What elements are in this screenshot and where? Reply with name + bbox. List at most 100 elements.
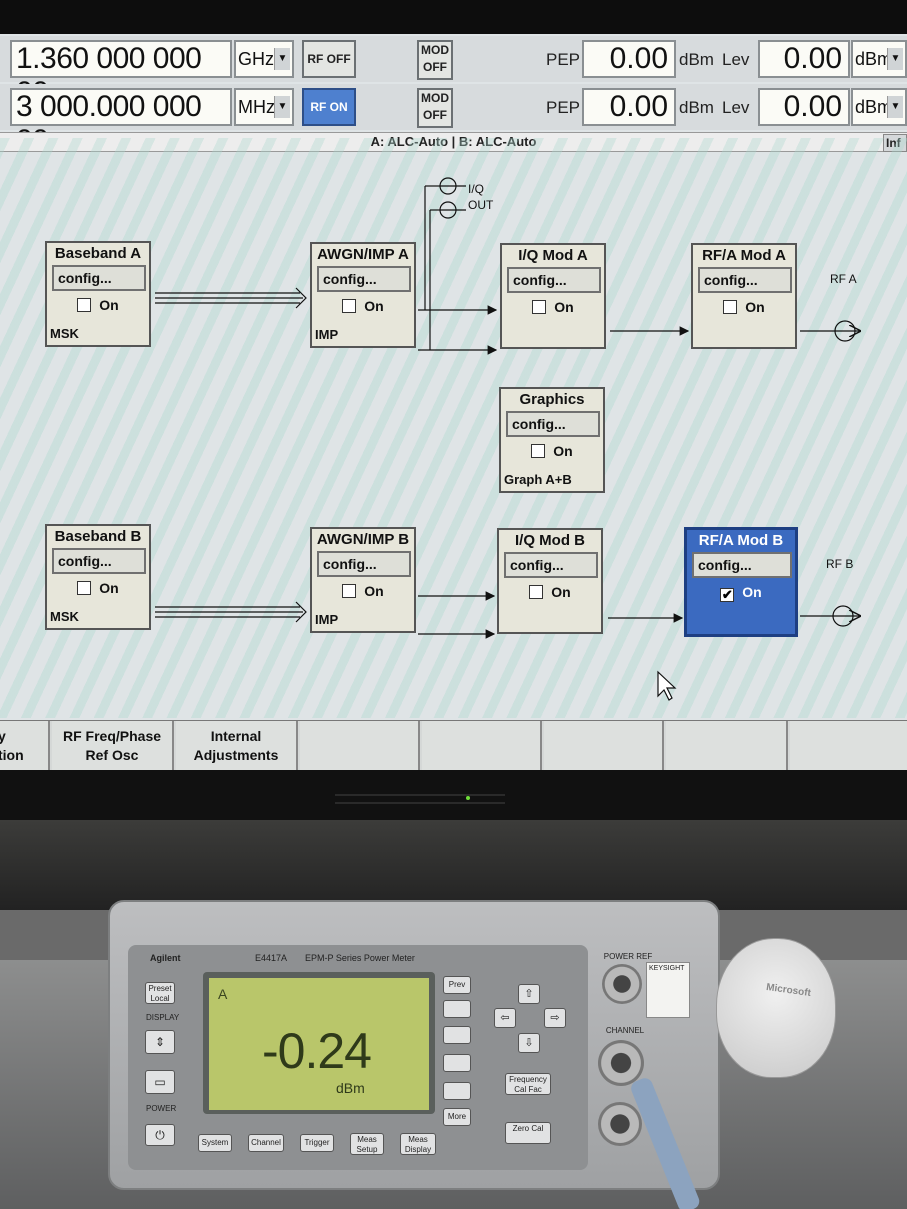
zero-cal-button[interactable]: Zero Cal [505,1122,551,1144]
softkey-line1: y [0,728,6,744]
softkey-line2: Adjustments [193,747,279,763]
arrow-right-icon[interactable]: ⇨ [544,1008,566,1028]
on-checkbox-row[interactable]: On [312,583,414,599]
checkbox-icon[interactable] [532,300,547,314]
config-button[interactable]: config... [504,552,598,578]
block-title: AWGN/IMP A [317,246,409,263]
sticker-brand: KEYSIGHT [649,965,685,972]
level-b-unit-select[interactable]: dBm▼ [851,88,907,126]
meter-brand: Agilent [150,953,181,963]
config-button[interactable]: config... [52,265,146,291]
block-title: AWGN/IMP B [316,531,410,548]
channel-button[interactable]: Channel [248,1134,284,1152]
more-button[interactable]: More [443,1108,471,1126]
checkbox-checked-icon[interactable]: ✔ [720,587,735,602]
display-label: DISPLAY [146,1013,180,1022]
softkey-1[interactable]: y tion [0,721,50,770]
pep-b-unit: dBm [679,98,714,117]
config-button[interactable]: config... [507,267,601,293]
level-a-field[interactable]: 0.00 [758,40,850,78]
on-label: On [551,584,571,600]
softkey-6[interactable] [544,721,664,770]
checkbox-icon[interactable] [529,585,544,599]
power-label: POWER [146,1104,177,1113]
rf-b-button[interactable]: RF ON [302,88,356,126]
checkbox-icon[interactable] [77,581,92,595]
softkey-1-button[interactable] [443,1000,471,1018]
softkey-3-button[interactable] [443,1054,471,1072]
on-checkbox-row[interactable]: On [312,298,414,314]
on-checkbox-row[interactable]: On [47,297,149,313]
on-checkbox-row[interactable]: On [501,443,603,459]
baseband-a-block[interactable]: Baseband A config... On MSK [45,241,151,347]
frequency-a-field[interactable]: 1.360 000 000 00 [10,40,232,109]
display-toggle-button[interactable]: ⇕ [145,1030,175,1054]
pep-b-value: 0.00 [582,88,676,126]
block-footer: Graph A+B [504,472,572,487]
block-footer: MSK [50,609,79,624]
softkey-5[interactable] [422,721,542,770]
preset-local-button[interactable]: Preset Local [145,982,175,1004]
frequency-cal-fac-button[interactable]: Frequency Cal Fac [505,1073,551,1095]
rf-a-button[interactable]: RF OFF [302,40,356,78]
prev-button[interactable]: Prev [443,976,471,994]
meas-setup-button[interactable]: Meas Setup [350,1133,384,1155]
softkey-4[interactable] [300,721,420,770]
softkey-7[interactable] [666,721,788,770]
pep-b-label: PEP [546,98,581,117]
frequency-a-unit-select[interactable]: GHz▼ [234,40,294,78]
checkbox-icon[interactable] [531,444,546,458]
on-checkbox-row[interactable]: ✔On [687,584,795,602]
softkey-2-button[interactable] [443,1026,471,1044]
arrow-left-icon[interactable]: ⇦ [494,1008,516,1028]
graphics-block[interactable]: Graphics config... On Graph A+B [499,387,605,493]
on-label: On [554,299,574,315]
level-a-unit-select[interactable]: dBm▼ [851,40,907,78]
checkbox-icon[interactable] [342,299,357,313]
checkbox-icon[interactable] [77,298,92,312]
frequency-b-field[interactable]: 3 000.000 000 00 [10,88,232,157]
config-button[interactable]: config... [317,551,411,577]
channel-label: CHANNEL [605,1026,645,1035]
pep-a-value: 0.00 [582,40,676,78]
softkey-line2: tion [0,747,24,763]
iq-mod-b-block[interactable]: I/Q Mod B config... On [497,528,603,634]
checkbox-icon[interactable] [723,300,738,314]
chevron-down-icon: ▼ [274,48,290,70]
rf-a-mod-b-block[interactable]: RF/A Mod B config... ✔On [684,527,798,637]
display-window-button[interactable]: ▭ [145,1070,175,1094]
arrow-down-icon[interactable]: ⇩ [518,1033,540,1053]
on-checkbox-row[interactable]: On [693,299,795,315]
baseband-b-block[interactable]: Baseband B config... On MSK [45,524,151,630]
system-button[interactable]: System [198,1134,232,1152]
info-tab[interactable]: Inf [883,134,907,152]
power-button[interactable]: ⏻ [145,1124,175,1146]
config-button[interactable]: config... [317,266,411,292]
arrow-up-icon[interactable]: ⇧ [518,984,540,1004]
softkey-8[interactable] [790,721,907,770]
config-button[interactable]: config... [52,548,146,574]
config-button[interactable]: config... [698,267,792,293]
iq-mod-a-block[interactable]: I/Q Mod A config... On [500,243,606,349]
block-title: RF/A Mod B [698,532,784,549]
on-checkbox-row[interactable]: On [499,584,601,600]
checkbox-icon[interactable] [342,584,357,598]
awgn-imp-a-block[interactable]: AWGN/IMP A config... On IMP [310,242,416,348]
on-checkbox-row[interactable]: On [502,299,604,315]
frequency-b-unit-select[interactable]: MHz▼ [234,88,294,126]
on-checkbox-row[interactable]: On [47,580,149,596]
block-footer: IMP [315,327,339,342]
level-b-field[interactable]: 0.00 [758,88,850,126]
config-button[interactable]: config... [506,411,600,437]
trigger-button[interactable]: Trigger [300,1134,334,1152]
rf-a-mod-a-block[interactable]: RF/A Mod A config... On [691,243,797,349]
meas-display-button[interactable]: Meas Display [400,1133,436,1155]
softkey-4-button[interactable] [443,1082,471,1100]
awgn-imp-b-block[interactable]: AWGN/IMP B config... On IMP [310,527,416,633]
config-button[interactable]: config... [692,552,792,578]
